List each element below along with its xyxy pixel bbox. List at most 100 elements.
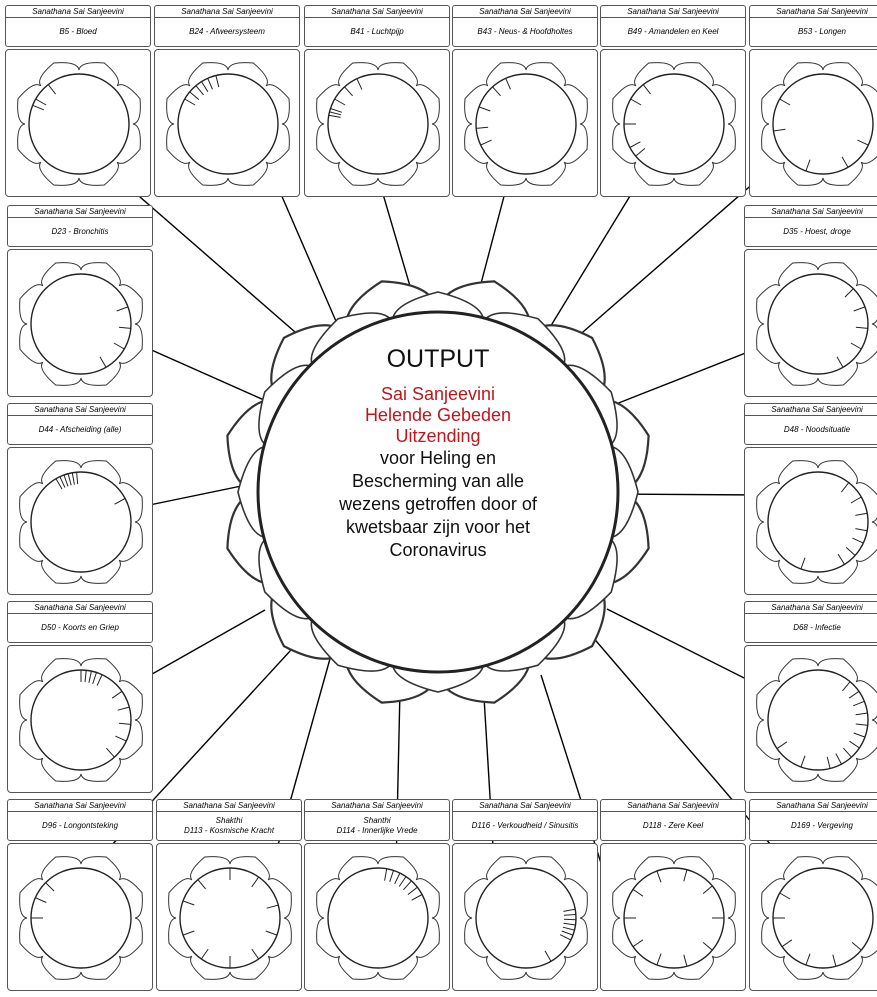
card-label: D50 - Koorts en Griep bbox=[7, 613, 153, 643]
card-chart-box bbox=[452, 843, 598, 991]
card-header: Sanathana Sai Sanjeevini bbox=[154, 5, 300, 17]
mini-circle bbox=[476, 868, 576, 968]
card-label: B41 - Luchtpijp bbox=[304, 17, 450, 47]
card-label-line: D23 - Bronchitis bbox=[8, 227, 152, 237]
card-label-line: D96 - Longontsteking bbox=[8, 821, 152, 831]
black-line: Coronavirus bbox=[278, 539, 598, 562]
mini-lotus-chart bbox=[6, 50, 152, 198]
black-line: wezens getroffen door of bbox=[278, 493, 598, 516]
card-header: Sanathana Sai Sanjeevini bbox=[749, 5, 877, 17]
card-chart-box bbox=[452, 49, 598, 197]
card-chart-box bbox=[5, 49, 151, 197]
card-label-line: D48 - Noodsituatie bbox=[745, 425, 877, 435]
card-chart-box bbox=[304, 49, 450, 197]
card-header: Sanathana Sai Sanjeevini bbox=[749, 799, 877, 811]
card-chart-box bbox=[7, 843, 153, 991]
mini-lotus-chart bbox=[157, 844, 303, 992]
card-header: Sanathana Sai Sanjeevini bbox=[5, 5, 151, 17]
card-chart-box bbox=[7, 249, 153, 397]
card-label-line: D114 - Innerlijke Vrede bbox=[305, 826, 449, 836]
card-header: Sanathana Sai Sanjeevini bbox=[744, 205, 877, 217]
card-chart-box bbox=[304, 843, 450, 991]
black-line: voor Heling en bbox=[278, 447, 598, 470]
card-label-line: B43 - Neus- & Hoofdholtes bbox=[453, 27, 597, 37]
card-header: Sanathana Sai Sanjeevini bbox=[304, 799, 450, 811]
card-label-line: D169 - Vergeving bbox=[750, 821, 877, 831]
card-chart-box bbox=[7, 645, 153, 793]
mini-lotus-chart bbox=[8, 844, 154, 992]
mini-lotus-chart bbox=[453, 50, 599, 198]
card-label: D118 - Zere Keel bbox=[600, 811, 746, 841]
card-header: Sanathana Sai Sanjeevini bbox=[304, 5, 450, 17]
card-label: D44 - Afscheiding (alle) bbox=[7, 415, 153, 445]
black-line: kwetsbaar zijn voor het bbox=[278, 516, 598, 539]
card-label: D23 - Bronchitis bbox=[7, 217, 153, 247]
mini-lotus-chart bbox=[745, 448, 877, 596]
mini-circle bbox=[624, 74, 724, 174]
mini-circle bbox=[773, 74, 873, 174]
card-label: D116 - Verkoudheid / Sinusitis bbox=[452, 811, 598, 841]
card-label: D35 - Hoest, droge bbox=[744, 217, 877, 247]
mini-lotus-chart bbox=[750, 50, 877, 198]
mini-lotus-chart bbox=[305, 844, 451, 992]
card-header: Sanathana Sai Sanjeevini bbox=[7, 205, 153, 217]
card-label: B43 - Neus- & Hoofdholtes bbox=[452, 17, 598, 47]
card-label-line: B5 - Bloed bbox=[6, 27, 150, 37]
black-line: Bescherming van alle bbox=[278, 470, 598, 493]
mini-lotus-chart bbox=[8, 250, 154, 398]
card-chart-box bbox=[749, 843, 877, 991]
card-chart-box bbox=[154, 49, 300, 197]
card-chart-box bbox=[744, 447, 877, 595]
card-label: D96 - Longontsteking bbox=[7, 811, 153, 841]
output-title: OUTPUT bbox=[278, 345, 598, 374]
mini-lotus-chart bbox=[453, 844, 599, 992]
mini-circle bbox=[31, 274, 131, 374]
mini-circle bbox=[624, 868, 724, 968]
mini-circle bbox=[773, 868, 873, 968]
mini-circle bbox=[180, 868, 280, 968]
mini-lotus-chart bbox=[305, 50, 451, 198]
mini-lotus-chart bbox=[750, 844, 877, 992]
card-header: Sanathana Sai Sanjeevini bbox=[744, 403, 877, 415]
card-chart-box bbox=[600, 49, 746, 197]
card-header: Sanathana Sai Sanjeevini bbox=[7, 799, 153, 811]
card-label-line: D68 - Infectie bbox=[745, 623, 877, 633]
card-chart-box bbox=[7, 447, 153, 595]
mini-circle bbox=[328, 868, 428, 968]
mini-circle bbox=[476, 74, 576, 174]
card-chart-box bbox=[744, 645, 877, 793]
card-label: D68 - Infectie bbox=[744, 613, 877, 643]
card-label-line: D35 - Hoest, droge bbox=[745, 227, 877, 237]
mini-lotus-chart bbox=[745, 250, 877, 398]
card-label: B5 - Bloed bbox=[5, 17, 151, 47]
mini-circle bbox=[31, 472, 131, 572]
center-text-block: OUTPUT Sai Sanjeevini Helende Gebeden Ui… bbox=[278, 345, 598, 562]
card-header: Sanathana Sai Sanjeevini bbox=[452, 799, 598, 811]
card-label-line: B41 - Luchtpijp bbox=[305, 27, 449, 37]
card-label-line: D113 - Kosmische Kracht bbox=[157, 826, 301, 836]
mini-circle bbox=[178, 74, 278, 174]
card-label: B53 - Longen bbox=[749, 17, 877, 47]
mini-lotus-chart bbox=[155, 50, 301, 198]
card-header: Sanathana Sai Sanjeevini bbox=[156, 799, 302, 811]
card-label: D169 - Vergeving bbox=[749, 811, 877, 841]
card-label-line: D44 - Afscheiding (alle) bbox=[8, 425, 152, 435]
mini-lotus-chart bbox=[601, 50, 747, 198]
mini-circle bbox=[768, 472, 868, 572]
card-header: Sanathana Sai Sanjeevini bbox=[600, 799, 746, 811]
red-line: Sai Sanjeevini bbox=[278, 384, 598, 405]
card-chart-box bbox=[156, 843, 302, 991]
card-label-line: Shakthi bbox=[157, 816, 301, 826]
card-label: D48 - Noodsituatie bbox=[744, 415, 877, 445]
card-header: Sanathana Sai Sanjeevini bbox=[7, 601, 153, 613]
mini-circle bbox=[31, 670, 131, 770]
card-header: Sanathana Sai Sanjeevini bbox=[7, 403, 153, 415]
card-chart-box bbox=[749, 49, 877, 197]
card-header: Sanathana Sai Sanjeevini bbox=[452, 5, 598, 17]
mini-lotus-chart bbox=[8, 646, 154, 794]
card-header: Sanathana Sai Sanjeevini bbox=[600, 5, 746, 17]
mini-lotus-chart bbox=[8, 448, 154, 596]
card-label-line: D50 - Koorts en Griep bbox=[8, 623, 152, 633]
